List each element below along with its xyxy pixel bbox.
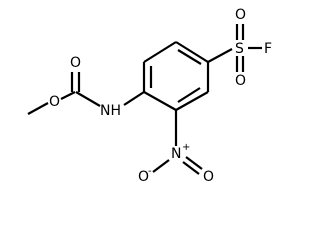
chemical-structure: O O NH N + O - O S O O F <box>27 7 272 185</box>
atom-o-sulfonyl-top: O <box>235 7 246 23</box>
ring-inner-bond-3 <box>177 87 201 103</box>
bond-carbonyl-c-nh <box>75 91 101 107</box>
atom-n-nitro: N <box>171 146 181 162</box>
bond-n-o-left <box>152 159 170 173</box>
charge-o-nitro-left: - <box>148 166 152 177</box>
atom-o-nitro-left: O <box>138 169 149 185</box>
bond-n-o-right-a <box>182 161 200 175</box>
ring-bond-6 <box>143 91 177 111</box>
atom-o-carbonyl: O <box>70 55 81 71</box>
atom-s: S <box>235 41 244 57</box>
atom-o-ester: O <box>49 94 60 110</box>
ring-bond-2 <box>143 41 177 63</box>
atom-nh: NH <box>100 103 121 119</box>
ring-bond-3 <box>175 41 209 63</box>
atom-o-nitro-right: O <box>203 169 214 185</box>
bond-methyl-o <box>27 102 49 115</box>
ring-inner-bond-2 <box>177 49 202 65</box>
bond-n-o-right-b <box>185 156 203 170</box>
bond-o-carbonyl-c <box>60 91 76 100</box>
atom-o-sulfonyl-bottom: O <box>235 73 246 89</box>
ring-bond-5 <box>175 91 209 111</box>
bond-ring-s <box>207 48 233 63</box>
bond-nh-ring <box>123 91 145 106</box>
charge-n-nitro: + <box>182 142 190 153</box>
atom-f: F <box>264 41 272 57</box>
